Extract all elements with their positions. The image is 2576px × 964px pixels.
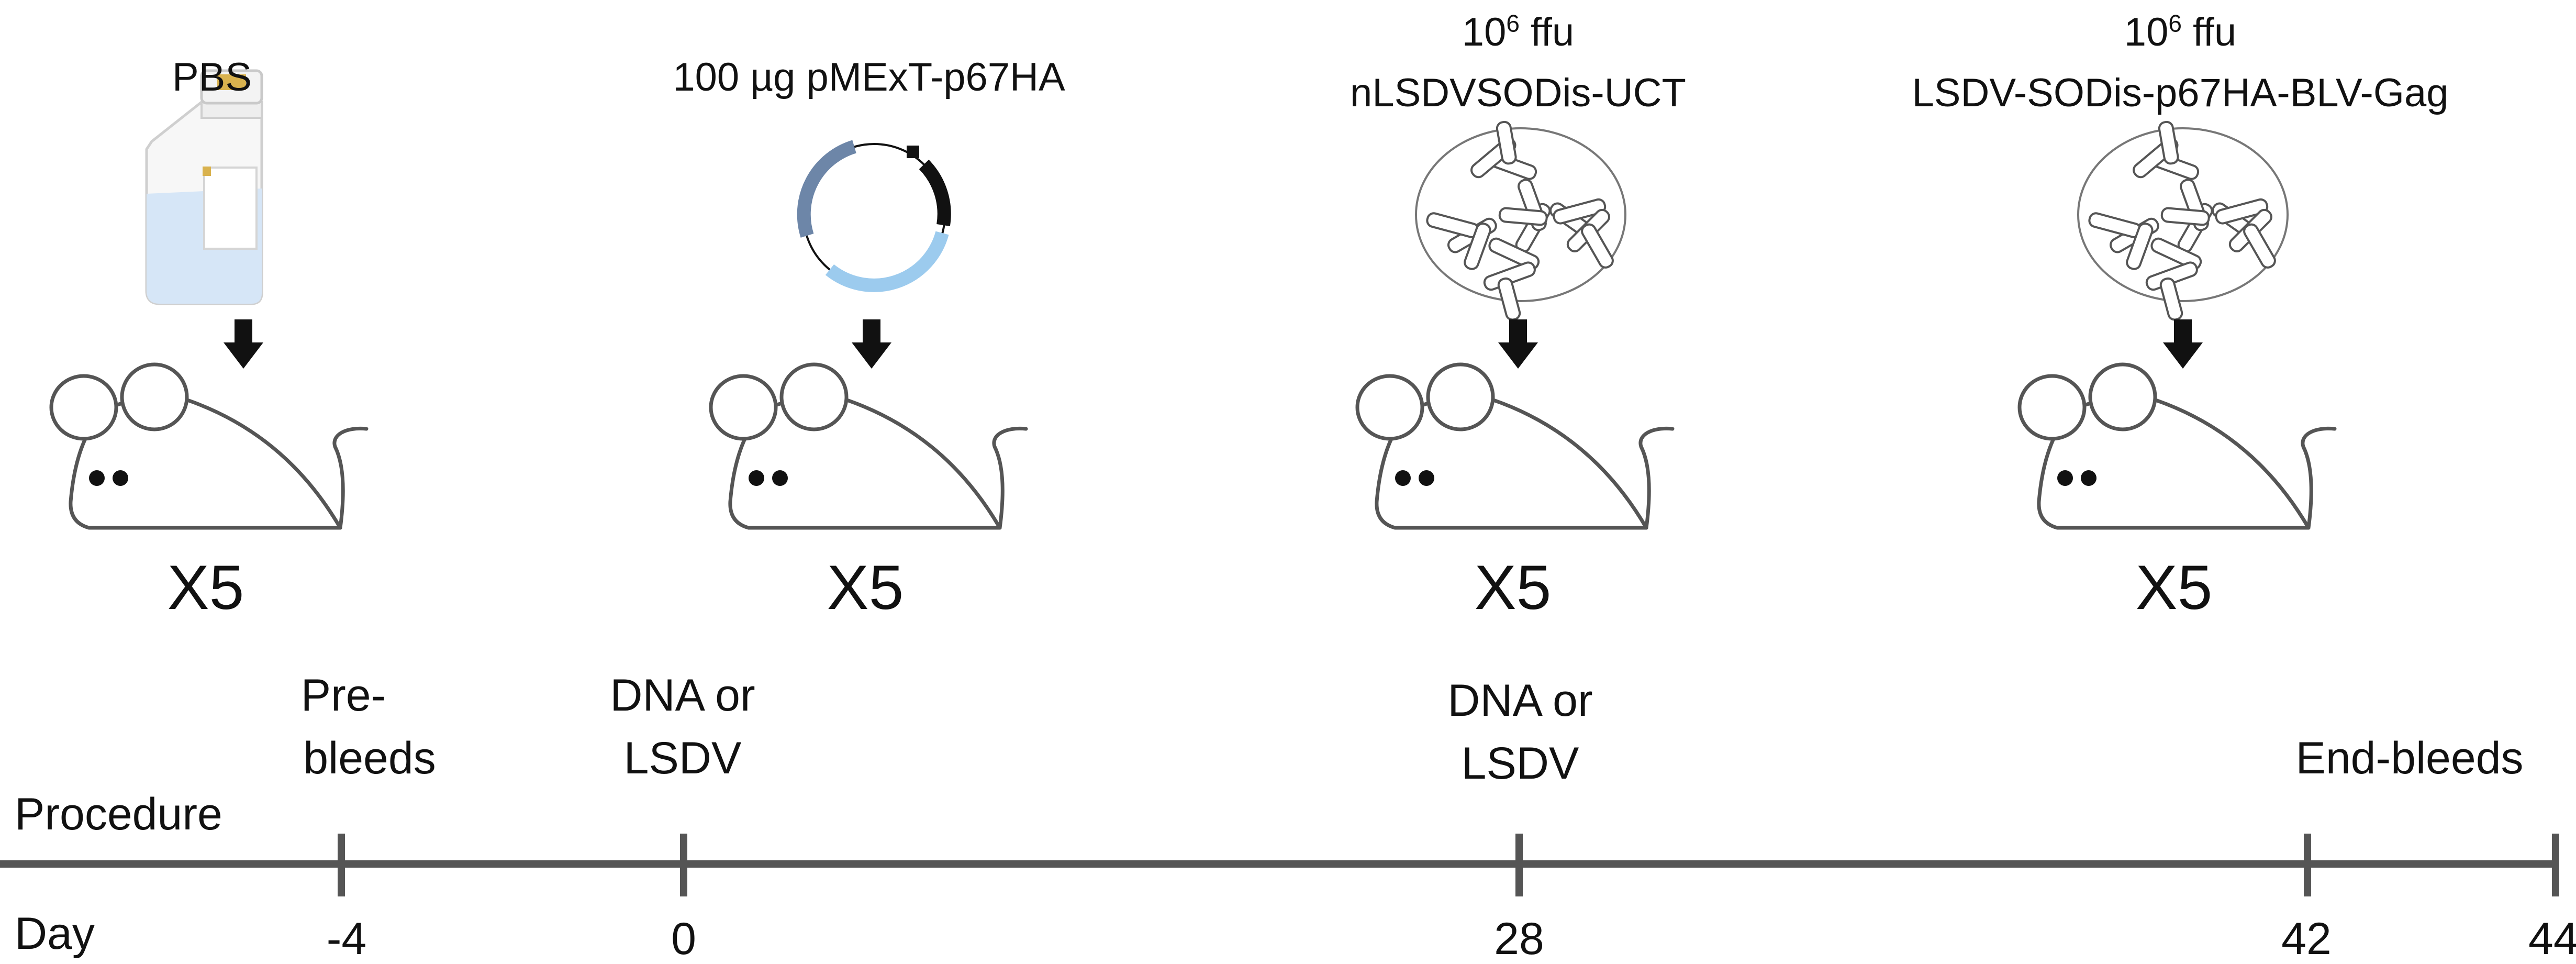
group-4-dose: 106 ffu [2124, 9, 2237, 54]
day-28: 28 [1494, 914, 1544, 964]
mouse-icon [711, 364, 1026, 528]
event-day-minus4-line2: bleeds [303, 733, 436, 783]
mouse-icon [51, 364, 366, 528]
down-arrow-icon [2163, 319, 2203, 369]
down-arrow-icon [852, 319, 891, 369]
group-4-dose-exponent: 6 [2168, 9, 2182, 37]
event-day-28-line1: DNA or [1447, 675, 1593, 726]
virus-particle-icon [1415, 119, 1626, 323]
group-1-count: X5 [167, 552, 244, 623]
group-3-dose-exponent: 6 [1506, 9, 1520, 37]
down-arrow-icon [1498, 319, 1538, 369]
plasmid-icon [797, 140, 951, 292]
group-3-count: X5 [1474, 552, 1552, 623]
group-3-label: nLSDVSODis-UCT [1350, 71, 1686, 115]
group-4-count: X5 [2135, 552, 2213, 623]
event-day-28-line2: LSDV [1461, 738, 1579, 789]
day-title: Day [15, 908, 95, 959]
group-2-label: 100 µg pMExT-p67HA [673, 55, 1065, 99]
group-4-dose-base: 10 [2124, 10, 2169, 54]
day-minus4: -4 [326, 914, 367, 964]
virus-particle-icon [2077, 119, 2289, 323]
group-1-label: PBS [172, 55, 252, 99]
event-day-minus4-line1: Pre- [300, 670, 386, 721]
event-day-0-line1: DNA or [610, 670, 755, 721]
group-3-dose: 106 ffu [1462, 9, 1575, 54]
group-2-count: X5 [827, 552, 904, 623]
group-4-label: LSDV-SODis-p67HA-BLV-Gag [1912, 71, 2449, 115]
group-4-dose-unit: ffu [2181, 10, 2237, 54]
down-arrow-icon [224, 319, 263, 369]
group-3-dose-unit: ffu [1519, 10, 1575, 54]
group-3-dose-base: 10 [1462, 10, 1507, 54]
day-0: 0 [671, 914, 696, 964]
day-42: 42 [2281, 914, 2332, 964]
bottle-icon [145, 69, 263, 305]
mouse-icon [2020, 364, 2335, 528]
event-day-42-label: End-bleeds [2295, 733, 2524, 783]
procedure-title: Procedure [15, 789, 222, 839]
mouse-icon [1357, 364, 1672, 528]
event-day-0-line2: LSDV [623, 733, 742, 783]
day-44: 44 [2528, 914, 2576, 964]
